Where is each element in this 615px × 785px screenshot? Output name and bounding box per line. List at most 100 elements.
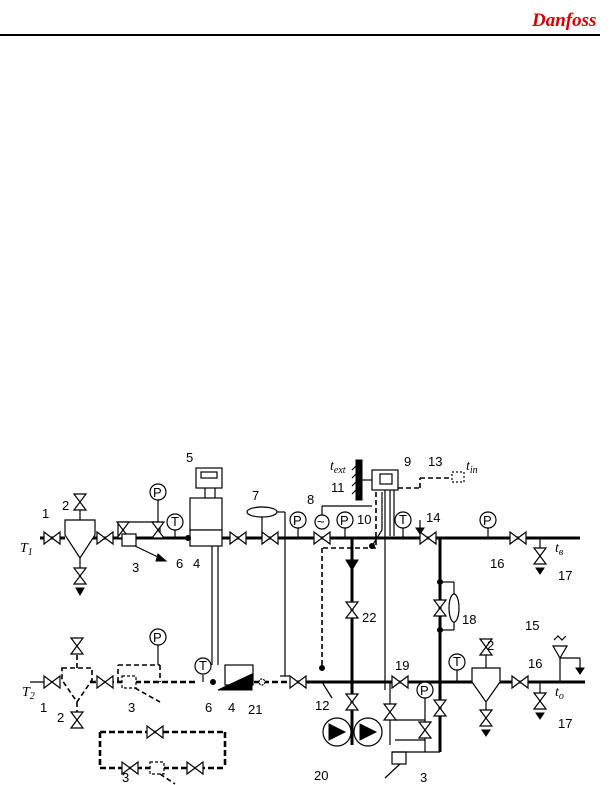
valve-16-return	[511, 675, 529, 689]
diagram-text: P	[153, 630, 162, 645]
mud-filter-2-return-right	[471, 638, 501, 737]
pressure-gauge-supply-c: P	[479, 511, 497, 538]
shutoff-valve-1-supply	[43, 531, 61, 545]
label-14: 14	[426, 510, 440, 525]
outdoor-sensor-11	[351, 459, 372, 501]
pipe-symbol	[345, 693, 359, 711]
pipe-symbol	[70, 637, 84, 655]
label-5: 5	[186, 450, 193, 465]
label-21: 21	[248, 702, 262, 717]
label-2-supply: 2	[62, 498, 69, 513]
control-valve-8: ~	[313, 505, 372, 545]
diagram-text: T	[20, 541, 29, 556]
diagram-text: P	[420, 683, 429, 698]
pipe-symbol	[533, 692, 547, 710]
bypass-group-3-supply: P	[116, 483, 168, 562]
label-3-pump: 3	[420, 770, 427, 785]
label-4-supply: 4	[193, 556, 200, 571]
label-17-return: 17	[558, 716, 572, 731]
label-8: 8	[307, 492, 314, 507]
diagram-text: t	[555, 541, 560, 556]
drain-17-return	[533, 682, 547, 720]
heat-calculator-5	[195, 467, 223, 665]
valve-16-supply	[509, 531, 527, 545]
diagram-text: T	[399, 512, 407, 527]
electronic-controller-9	[371, 469, 452, 690]
pressure-gauge-supply-a: P	[289, 511, 307, 538]
label-T2: T2	[22, 685, 35, 702]
diagram-text: in	[470, 465, 478, 476]
label-T1: T1	[20, 541, 33, 558]
valve-14	[415, 520, 437, 545]
label-t-ext: text	[330, 459, 346, 476]
label-t-return: to	[555, 685, 564, 702]
valve-return-a	[289, 675, 307, 689]
lower-bypass-loop	[98, 725, 227, 785]
label-20: 20	[314, 768, 328, 783]
pipe-symbol	[73, 493, 87, 511]
label-2-return: 2	[57, 710, 64, 725]
diagram-text: 1	[28, 547, 33, 558]
pipe-symbol	[151, 521, 165, 539]
diagram-text: o	[559, 691, 564, 702]
label-17-supply: 17	[558, 568, 572, 583]
bypass-group-3-return: P	[117, 628, 167, 703]
header-rule	[0, 34, 600, 36]
label-3-return: 3	[128, 700, 135, 715]
thermometer-return: T	[194, 657, 212, 682]
pressure-gauge-supply-b: P	[336, 511, 354, 538]
pipe-symbol	[433, 599, 447, 617]
pipe-symbol	[313, 531, 331, 545]
safety-valve-15	[551, 635, 585, 682]
flow-meter-4-supply	[185, 497, 223, 547]
circulation-pumps-20: P	[322, 681, 447, 779]
danfoss-logo: Danfoss	[531, 10, 596, 31]
label-16-supply: 16	[490, 556, 504, 571]
label-10: 10	[357, 512, 371, 527]
label-6-supply: 6	[176, 556, 183, 571]
indoor-sensor-13	[451, 471, 465, 483]
diagram-text: T	[453, 654, 461, 669]
shutoff-valve-1-return	[43, 675, 61, 689]
diagram-text: T	[199, 658, 207, 673]
pipe-symbol	[479, 709, 493, 727]
diagram-text: t	[555, 685, 560, 700]
valve-supply-after-filter	[96, 531, 114, 545]
diagram-text: в	[559, 547, 564, 558]
label-7: 7	[252, 488, 259, 503]
pipe-symbol	[433, 699, 447, 717]
diagram-text: T	[171, 514, 179, 529]
label-3-supply: 3	[132, 560, 139, 575]
pipe-symbol	[383, 703, 397, 721]
label-18: 18	[462, 612, 476, 627]
valve-supply-a	[229, 531, 247, 545]
drain-17-supply	[533, 538, 547, 575]
label-t-supply: tв	[555, 541, 564, 558]
thermometer-supply-b: T	[394, 511, 412, 538]
pipe-symbol	[533, 547, 547, 565]
label-1-supply: 1	[42, 506, 49, 521]
pipe-symbol	[73, 567, 87, 585]
pressure-regulator-7	[246, 506, 290, 677]
logo-text: Danfoss	[531, 10, 596, 31]
temperature-sensor-10	[369, 492, 383, 549]
label-16-return: 16	[528, 656, 542, 671]
diagram-text: ~	[317, 514, 325, 529]
diagram-text: t	[466, 459, 471, 474]
heating-substation-diagram: P P T T	[20, 450, 585, 785]
thermometer-supply: T	[166, 513, 184, 538]
pipe-symbol	[419, 531, 437, 545]
pipe-symbol	[146, 725, 164, 739]
label-2-return-right: 2	[487, 638, 494, 653]
diagram-text: T	[22, 685, 31, 700]
label-3-lower: 3	[122, 770, 129, 785]
diagram-text: P	[340, 513, 349, 528]
label-9: 9	[404, 454, 411, 469]
diagram-text: P	[293, 513, 302, 528]
label-15: 15	[525, 618, 539, 633]
branch-18	[433, 538, 460, 682]
label-22: 22	[362, 610, 376, 625]
label-1-return: 1	[40, 700, 47, 715]
label-19: 19	[395, 658, 409, 673]
label-13: 13	[428, 454, 442, 469]
